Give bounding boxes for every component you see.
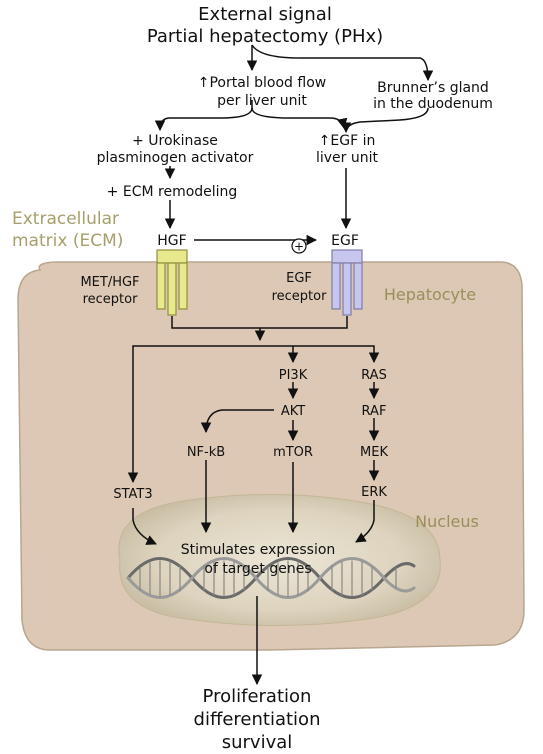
akt-node: AKT xyxy=(281,404,305,419)
mtor-node: mTOR xyxy=(273,445,313,460)
ras-node: RAS xyxy=(361,368,387,383)
hgf-label: HGF xyxy=(157,233,186,249)
nfkb-node: NF-kB xyxy=(187,445,225,460)
outcome-line-1: Proliferation xyxy=(203,686,312,707)
urokinase-label-2: plasminogen activator xyxy=(97,150,254,166)
mek-node: MEK xyxy=(360,445,388,460)
upstream-arrows xyxy=(154,44,434,246)
ecm-label-1: Extracellular xyxy=(12,209,119,229)
raf-node: RAF xyxy=(362,404,387,419)
ecm-label-2: matrix (ECM) xyxy=(12,231,123,251)
brunner-label-2: in the duodenum xyxy=(373,96,493,112)
outcome-line-2: differentiation xyxy=(194,709,321,730)
title-line-1: External signal xyxy=(198,4,332,25)
urokinase-label-1: + Urokinase xyxy=(132,133,218,149)
met-receptor-label-2: receptor xyxy=(83,292,139,307)
brunner-label-1: Brunner’s gland xyxy=(377,80,489,96)
hepatocyte-label: Hepatocyte xyxy=(384,285,476,304)
nucleus-label: Nucleus xyxy=(415,512,479,531)
pi3k-node: PI3K xyxy=(279,368,308,383)
egf-receptor-label-1: EGF xyxy=(286,271,312,286)
portal-flow-label-1: ↑Portal blood flow xyxy=(198,75,326,91)
outcome-line-3: survival xyxy=(222,732,293,753)
intracellular-arrows xyxy=(127,316,380,686)
title-line-2: Partial hepatectomy (PHx) xyxy=(147,26,383,47)
egf-liver-label-2: liver unit xyxy=(316,150,379,166)
egf-receptor-label-2: receptor xyxy=(272,289,328,304)
nucleus-text-1: Stimulates expression xyxy=(181,542,336,558)
plus-circle-icon xyxy=(291,238,307,254)
egf-label: EGF xyxy=(331,233,359,249)
plus-sign: + xyxy=(294,240,304,254)
nucleus-text-2: of target genes xyxy=(204,561,311,577)
egf-receptor xyxy=(331,249,363,316)
egf-liver-label-1: ↑EGF in xyxy=(319,133,376,149)
dna-helix xyxy=(126,557,416,599)
portal-flow-label-2: per liver unit xyxy=(217,93,307,109)
erk-node: ERK xyxy=(361,485,387,500)
stat3-node: STAT3 xyxy=(113,487,152,502)
ecm-remodeling-label: + ECM remodeling xyxy=(107,184,238,200)
met-receptor-label-1: MET/HGF xyxy=(80,275,139,290)
met-hgf-receptor xyxy=(156,249,188,316)
